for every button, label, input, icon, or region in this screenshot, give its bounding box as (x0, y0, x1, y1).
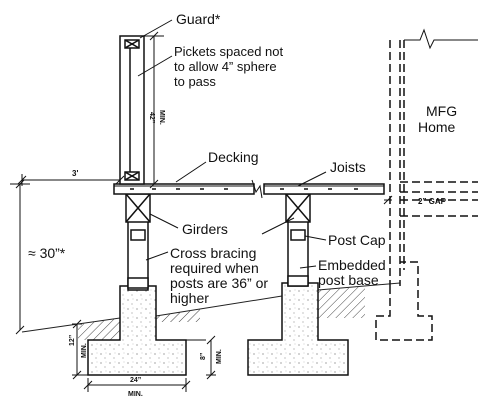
guard-rail (119, 35, 145, 185)
footing-width-dimension (83, 378, 191, 392)
mfg-home-label-line2: Home (418, 119, 456, 135)
gap-dimension (383, 195, 393, 205)
footing-depth-value: 12” (69, 335, 76, 346)
cross-bracing-line4: higher (170, 290, 209, 306)
embedded-post-base-line2: post base (318, 272, 379, 288)
girders-label: Girders (182, 221, 228, 237)
post-base-left (127, 277, 149, 289)
pickets-label-line1: Pickets spaced not (174, 44, 284, 59)
mfg-home-label-line1: MFG (426, 103, 457, 119)
pickets-label-line3: to pass (174, 74, 216, 89)
decking-label: Decking (208, 149, 259, 165)
footing-left (87, 285, 187, 376)
gap-value: 2” GAP (418, 197, 447, 206)
joists-label: Joists (330, 159, 366, 175)
joist-band (113, 179, 385, 199)
deck-height-dimension (10, 179, 30, 335)
guard-height-value: 42” (148, 112, 155, 123)
deck-height-label: ≈ 30”* (28, 245, 66, 261)
post-cap-label: Post Cap (328, 232, 386, 248)
girder-right (285, 193, 311, 241)
post-base-right (287, 275, 309, 287)
footing-depth-min: MIN. (81, 343, 88, 358)
cross-bracing-line3: posts are 36” or (170, 275, 268, 291)
footing-depth-dimension (72, 319, 88, 380)
cross-bracing-line1: Cross bracing (170, 245, 256, 261)
footing-width-min: MIN. (128, 391, 143, 398)
footing-thickness-dimension (186, 335, 216, 380)
footing-right (247, 282, 349, 376)
pickets-label-line2: to allow 4” sphere (174, 59, 277, 74)
guard-height-dimension (144, 31, 164, 189)
footing-thickness-min: MIN. (216, 349, 223, 364)
soil-hatch-left (78, 318, 120, 340)
soil-hatch-mid (156, 309, 200, 322)
soil-hatch-right (318, 286, 365, 318)
guard-label: Guard* (176, 11, 221, 27)
guard-height-min: MIN. (158, 110, 165, 125)
embedded-post-base-line1: Embedded (318, 257, 386, 273)
overhang-dimension (17, 174, 125, 186)
footing-width-value: 24” (130, 377, 141, 384)
mfg-home-outline (375, 40, 478, 341)
leader-lines (137, 19, 327, 269)
overhang-value: 3' (72, 169, 78, 178)
footing-thickness-value: 8” (200, 353, 207, 360)
cross-bracing-line2: required when (170, 260, 259, 276)
mfg-home-break (404, 28, 478, 50)
girder-left (125, 193, 151, 241)
